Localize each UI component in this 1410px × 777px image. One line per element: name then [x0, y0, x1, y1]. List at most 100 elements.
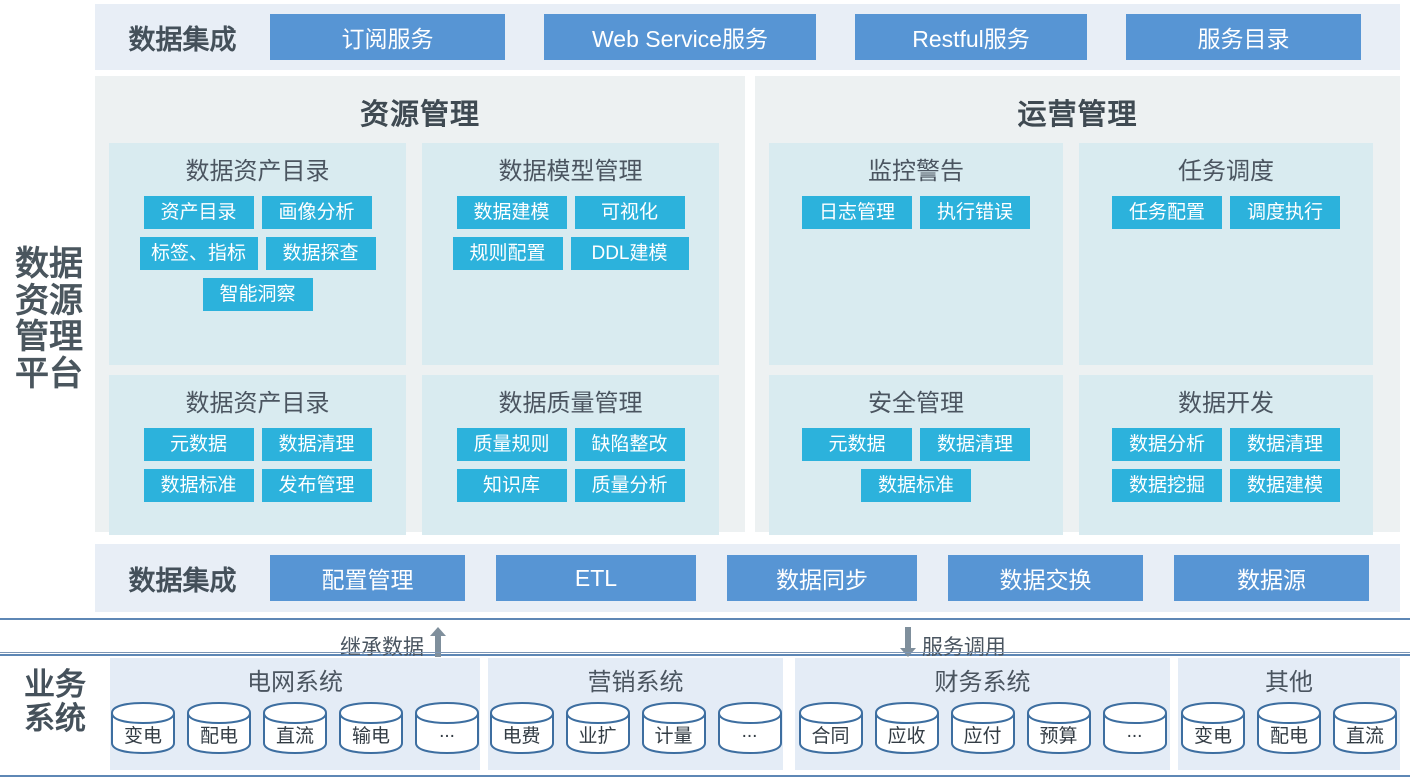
integration-bottom-button-3[interactable]: 数据同步 — [727, 555, 917, 601]
chip-resource-4-2[interactable]: 缺陷整改 — [574, 428, 685, 461]
chip-resource-3-4[interactable]: 发布管理 — [261, 469, 372, 502]
database-cylinder-icon[interactable]: ... — [414, 701, 480, 755]
chip-resource-4-4[interactable]: 质量分析 — [574, 469, 685, 502]
integration-top-button-1[interactable]: 订阅服务 — [270, 14, 505, 60]
chip-resource-3-1[interactable]: 元数据 — [143, 428, 254, 461]
integration-top-button-4[interactable]: 服务目录 — [1126, 14, 1361, 60]
business-node-label: 变电 — [1193, 726, 1232, 747]
data-flow-band: 继承数据 服务调用 — [0, 618, 1410, 659]
resource-subpanels-bottom: 数据资产目录元数据数据清理数据标准发布管理数据质量管理质量规则缺陷整改知识库质量… — [95, 365, 745, 535]
chip-operation-4-1[interactable]: 数据分析 — [1112, 428, 1222, 461]
panel-operation-title: 运营管理 — [1017, 99, 1138, 131]
subpanel-chip-group: 元数据数据清理数据标准发布管理 — [119, 428, 396, 502]
chip-operation-3-3[interactable]: 数据标准 — [861, 469, 971, 502]
chip-resource-2-4[interactable]: DDL建模 — [570, 237, 689, 270]
chip-operation-3-1[interactable]: 元数据 — [802, 428, 912, 461]
subpanel-resource-4: 数据质量管理质量规则缺陷整改知识库质量分析 — [422, 375, 719, 535]
database-cylinder-icon[interactable]: 变电 — [110, 701, 176, 755]
chip-resource-1-5[interactable]: 智能洞察 — [202, 278, 313, 311]
chip-resource-1-3[interactable]: 标签、指标 — [139, 237, 258, 270]
database-cylinder-icon[interactable]: 业扩 — [565, 701, 631, 755]
chip-resource-3-3[interactable]: 数据标准 — [143, 469, 254, 502]
chip-operation-2-1[interactable]: 任务配置 — [1112, 196, 1222, 229]
chip-resource-1-2[interactable]: 画像分析 — [261, 196, 372, 229]
business-systems-title-line: 业务 — [24, 667, 86, 702]
database-cylinder-icon[interactable]: ... — [717, 701, 783, 755]
database-cylinder-icon[interactable]: 计量 — [641, 701, 707, 755]
chip-operation-3-2[interactable]: 数据清理 — [920, 428, 1030, 461]
chip-operation-1-2[interactable]: 执行错误 — [920, 196, 1030, 229]
subpanel-resource-1: 数据资产目录资产目录画像分析标签、指标数据探查智能洞察 — [109, 143, 406, 365]
business-node-label: ... — [439, 721, 455, 742]
arrow-down-icon — [900, 627, 916, 657]
integration-top-button-2[interactable]: Web Service服务 — [544, 14, 816, 60]
chip-resource-2-2[interactable]: 可视化 — [574, 196, 685, 229]
integration-bottom-button-1[interactable]: 配置管理 — [270, 555, 465, 601]
chip-resource-2-3[interactable]: 规则配置 — [452, 237, 563, 270]
business-node-label: 配电 — [1269, 726, 1308, 747]
business-node-label: 合同 — [811, 726, 850, 747]
database-cylinder-icon[interactable]: 应付 — [950, 701, 1016, 755]
subpanel-title: 任务调度 — [1178, 158, 1274, 185]
business-node-label: 业扩 — [578, 726, 617, 747]
business-group-other: 其他变电配电直流 — [1178, 658, 1400, 770]
business-node-group: 合同 应收 应付 预算... — [795, 701, 1170, 755]
integration-bottom-bar: 数据集成 配置管理 ETL 数据同步数据交换数据源 — [95, 544, 1400, 612]
database-cylinder-icon[interactable]: 直流 — [1332, 701, 1398, 755]
flow-inherit-text: 继承数据 — [340, 636, 424, 659]
subpanel-chip-group: 数据分析数据清理数据挖掘数据建模 — [1089, 428, 1363, 502]
business-node-label: ... — [1126, 721, 1143, 742]
platform-title: 数据资源管理平台 — [8, 246, 90, 393]
database-cylinder-icon[interactable]: 预算 — [1026, 701, 1092, 755]
database-cylinder-icon[interactable]: 合同 — [798, 701, 864, 755]
platform-title-line: 资源 — [15, 281, 83, 320]
database-cylinder-icon[interactable]: 配电 — [186, 701, 252, 755]
database-cylinder-icon[interactable]: 直流 — [262, 701, 328, 755]
database-cylinder-icon[interactable]: 输电 — [338, 701, 404, 755]
database-cylinder-icon[interactable]: 变电 — [1180, 701, 1246, 755]
subpanel-operation-2: 任务调度任务配置调度执行 — [1079, 143, 1373, 365]
integration-bottom-title: 数据集成 — [128, 565, 237, 596]
panel-resource-management: 资源管理 数据资产目录资产目录画像分析标签、指标数据探查智能洞察数据模型管理数据… — [95, 76, 745, 535]
subpanel-chip-group: 任务配置调度执行 — [1089, 196, 1363, 229]
integration-bottom-button-2[interactable]: ETL — [496, 555, 696, 601]
subpanel-chip-group: 资产目录画像分析标签、指标数据探查智能洞察 — [119, 196, 396, 311]
integration-bottom-items: 配置管理 ETL 数据同步数据交换数据源 — [270, 544, 1400, 612]
integration-top-title: 数据集成 — [128, 24, 237, 55]
chip-operation-4-4[interactable]: 数据建模 — [1230, 469, 1340, 502]
business-node-label: 直流 — [275, 726, 314, 747]
database-cylinder-icon[interactable]: 配电 — [1256, 701, 1322, 755]
chip-resource-2-1[interactable]: 数据建模 — [456, 196, 567, 229]
chip-resource-4-3[interactable]: 知识库 — [456, 469, 567, 502]
chip-operation-4-3[interactable]: 数据挖掘 — [1112, 469, 1222, 502]
chip-resource-3-2[interactable]: 数据清理 — [261, 428, 372, 461]
database-cylinder-icon[interactable]: 应收 — [874, 701, 940, 755]
business-group-title: 电网系统 — [247, 669, 343, 696]
chip-resource-1-1[interactable]: 资产目录 — [143, 196, 254, 229]
subpanel-chip-group: 日志管理执行错误 — [779, 196, 1053, 229]
database-cylinder-icon[interactable]: 电费 — [489, 701, 555, 755]
subpanel-title: 数据资产目录 — [185, 158, 330, 185]
chip-resource-4-1[interactable]: 质量规则 — [456, 428, 567, 461]
business-node-label: 直流 — [1345, 726, 1384, 747]
integration-top-button-3[interactable]: Restful服务 — [855, 14, 1087, 60]
platform-title-line: 管理 — [15, 318, 83, 357]
flow-label-inherit: 继承数据 — [340, 624, 446, 661]
operation-subpanels-top: 监控警告日志管理执行错误任务调度任务配置调度执行 — [755, 133, 1400, 365]
business-node-group: 变电配电 直流 输电... — [110, 701, 480, 755]
integration-bottom-button-5[interactable]: 数据源 — [1174, 555, 1369, 601]
subpanel-title: 数据资产目录 — [185, 390, 330, 417]
chip-operation-4-2[interactable]: 数据清理 — [1230, 428, 1340, 461]
subpanel-title: 数据模型管理 — [498, 158, 643, 185]
integration-bottom-button-4[interactable]: 数据交换 — [948, 555, 1143, 601]
business-node-label: 计量 — [654, 726, 693, 747]
database-cylinder-icon[interactable]: ... — [1102, 701, 1168, 755]
chip-operation-2-2[interactable]: 调度执行 — [1230, 196, 1340, 229]
chip-operation-1-1[interactable]: 日志管理 — [802, 196, 912, 229]
business-group-title: 财务系统 — [934, 669, 1031, 696]
business-node-label: 应付 — [963, 726, 1002, 747]
chip-resource-1-4[interactable]: 数据探查 — [265, 237, 376, 270]
